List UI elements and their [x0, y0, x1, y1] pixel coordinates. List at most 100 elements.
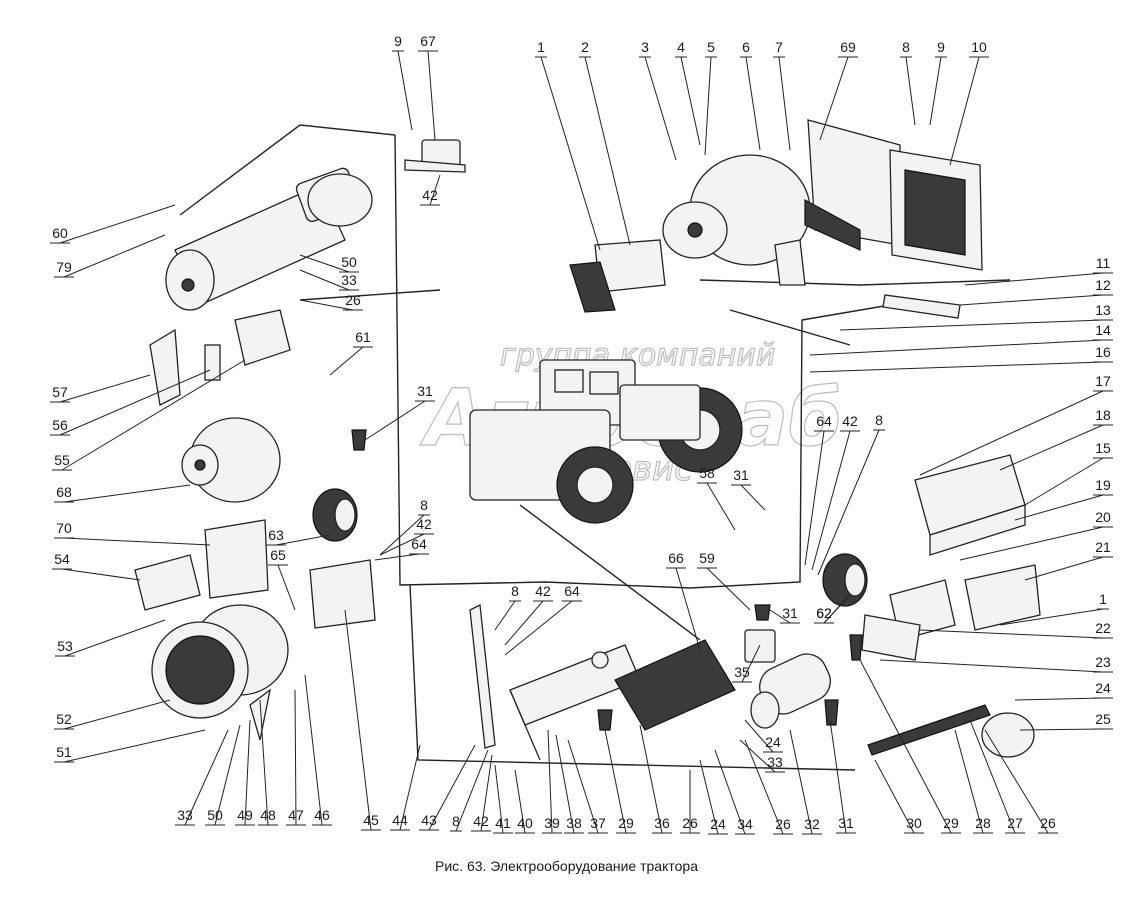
- callout-leader: [1019, 728, 1104, 731]
- callout-leader: [819, 56, 849, 141]
- callout-leader: [809, 339, 1104, 356]
- callout-number: 27: [1007, 815, 1023, 831]
- callout-number: 32: [804, 816, 820, 832]
- callout-number: 42: [422, 187, 438, 203]
- switch-box: [861, 579, 956, 661]
- callout-number: 45: [363, 812, 379, 828]
- callout-number: 33: [177, 807, 193, 823]
- callout-leader: [744, 719, 774, 753]
- callout-number: 64: [564, 583, 580, 599]
- callout-leader: [984, 729, 1049, 834]
- callout-leader: [567, 739, 599, 834]
- callout-number: 17: [1095, 373, 1111, 389]
- figure-caption: Рис. 63. Электрооборудование трактора: [435, 858, 698, 874]
- callout-leader: [504, 600, 544, 646]
- callout-number: 7: [775, 39, 783, 55]
- callout-number: 36: [654, 815, 670, 831]
- generator: [662, 154, 811, 286]
- reflector: [981, 712, 1035, 758]
- callout-number: 22: [1095, 620, 1111, 636]
- callout-leader: [275, 534, 331, 546]
- callout-leader: [829, 719, 847, 834]
- callout-leader: [329, 346, 364, 376]
- callout-leader: [949, 56, 980, 166]
- lamp-bracket: [204, 519, 269, 599]
- callout-number: 10: [971, 39, 987, 55]
- callout-leader: [494, 764, 504, 834]
- callout-leader: [555, 734, 575, 834]
- callout-number: 8: [902, 39, 910, 55]
- callout-leader: [1014, 697, 1104, 701]
- callout-leader: [294, 689, 297, 826]
- callout-leader: [639, 724, 663, 834]
- callout-leader: [905, 56, 916, 126]
- callout-leader: [429, 174, 441, 206]
- callout-number: 37: [590, 815, 606, 831]
- callout-number: 46: [314, 807, 330, 823]
- leader-lines: [50, 50, 1113, 835]
- callout-number: 1: [1099, 591, 1107, 607]
- callout-leader: [964, 272, 1104, 286]
- callout-leader: [244, 719, 251, 826]
- callout-leader: [919, 390, 1104, 476]
- callout-number: 79: [56, 259, 72, 275]
- callout-leader: [739, 739, 776, 773]
- sound-signal-left: [312, 488, 358, 542]
- callout-number: 14: [1095, 322, 1111, 338]
- callout-leader: [63, 729, 206, 763]
- callout-leader: [741, 644, 761, 683]
- alternator: [181, 417, 281, 503]
- callout-leader: [277, 564, 296, 611]
- callout-number: 24: [710, 816, 726, 832]
- callout-leader: [64, 619, 166, 657]
- callout-number: 67: [420, 33, 436, 49]
- side-light-2: [309, 559, 376, 629]
- callout-number: 8: [452, 813, 460, 829]
- callout-number: 5: [707, 39, 715, 55]
- callout-number: 28: [975, 815, 991, 831]
- callout-leader: [744, 739, 784, 835]
- callout-leader: [455, 749, 489, 832]
- callout-leader: [823, 594, 851, 624]
- callout-number: 43: [421, 812, 437, 828]
- callout-number: 18: [1095, 407, 1111, 423]
- callout-leader: [480, 754, 493, 832]
- tractor: [469, 359, 743, 524]
- callout-number: 56: [52, 417, 68, 433]
- callout-number: 24: [1095, 680, 1111, 696]
- callout-number: 66: [668, 550, 684, 566]
- callout-number: 47: [288, 807, 304, 823]
- callout-leader: [379, 533, 425, 556]
- callout-leader: [299, 254, 350, 273]
- callout-leader: [680, 56, 701, 146]
- fuse-block: [882, 294, 961, 319]
- rear-lamp: [964, 564, 1041, 631]
- callout-number: 40: [517, 815, 533, 831]
- callout-leader: [706, 482, 736, 531]
- callout-leader: [547, 729, 553, 834]
- callout-leader: [811, 430, 851, 571]
- callout-leader: [919, 629, 1104, 639]
- callout-leader: [706, 567, 751, 611]
- callout-leader: [299, 299, 354, 311]
- relay: [404, 139, 466, 173]
- callout-number: 26: [682, 815, 698, 831]
- callout-leader: [675, 567, 701, 651]
- callout-leader: [999, 424, 1104, 471]
- callout-number: 26: [1040, 815, 1056, 831]
- callout-leader: [63, 234, 166, 278]
- wiring-harness: [179, 124, 1011, 771]
- callout-leader: [874, 759, 915, 834]
- callout-number: 11: [1096, 255, 1111, 271]
- callout-number: 31: [417, 383, 433, 399]
- starter-motor: [165, 167, 373, 311]
- callout-number: 50: [207, 807, 223, 823]
- callout-number: 21: [1095, 539, 1111, 555]
- callout-leader: [214, 724, 241, 826]
- callout-leader: [259, 699, 269, 826]
- callout-number: 26: [775, 816, 791, 832]
- regulator-bracket: [149, 309, 291, 406]
- callout-number: 4: [677, 39, 685, 55]
- callout-number: 2: [581, 39, 589, 55]
